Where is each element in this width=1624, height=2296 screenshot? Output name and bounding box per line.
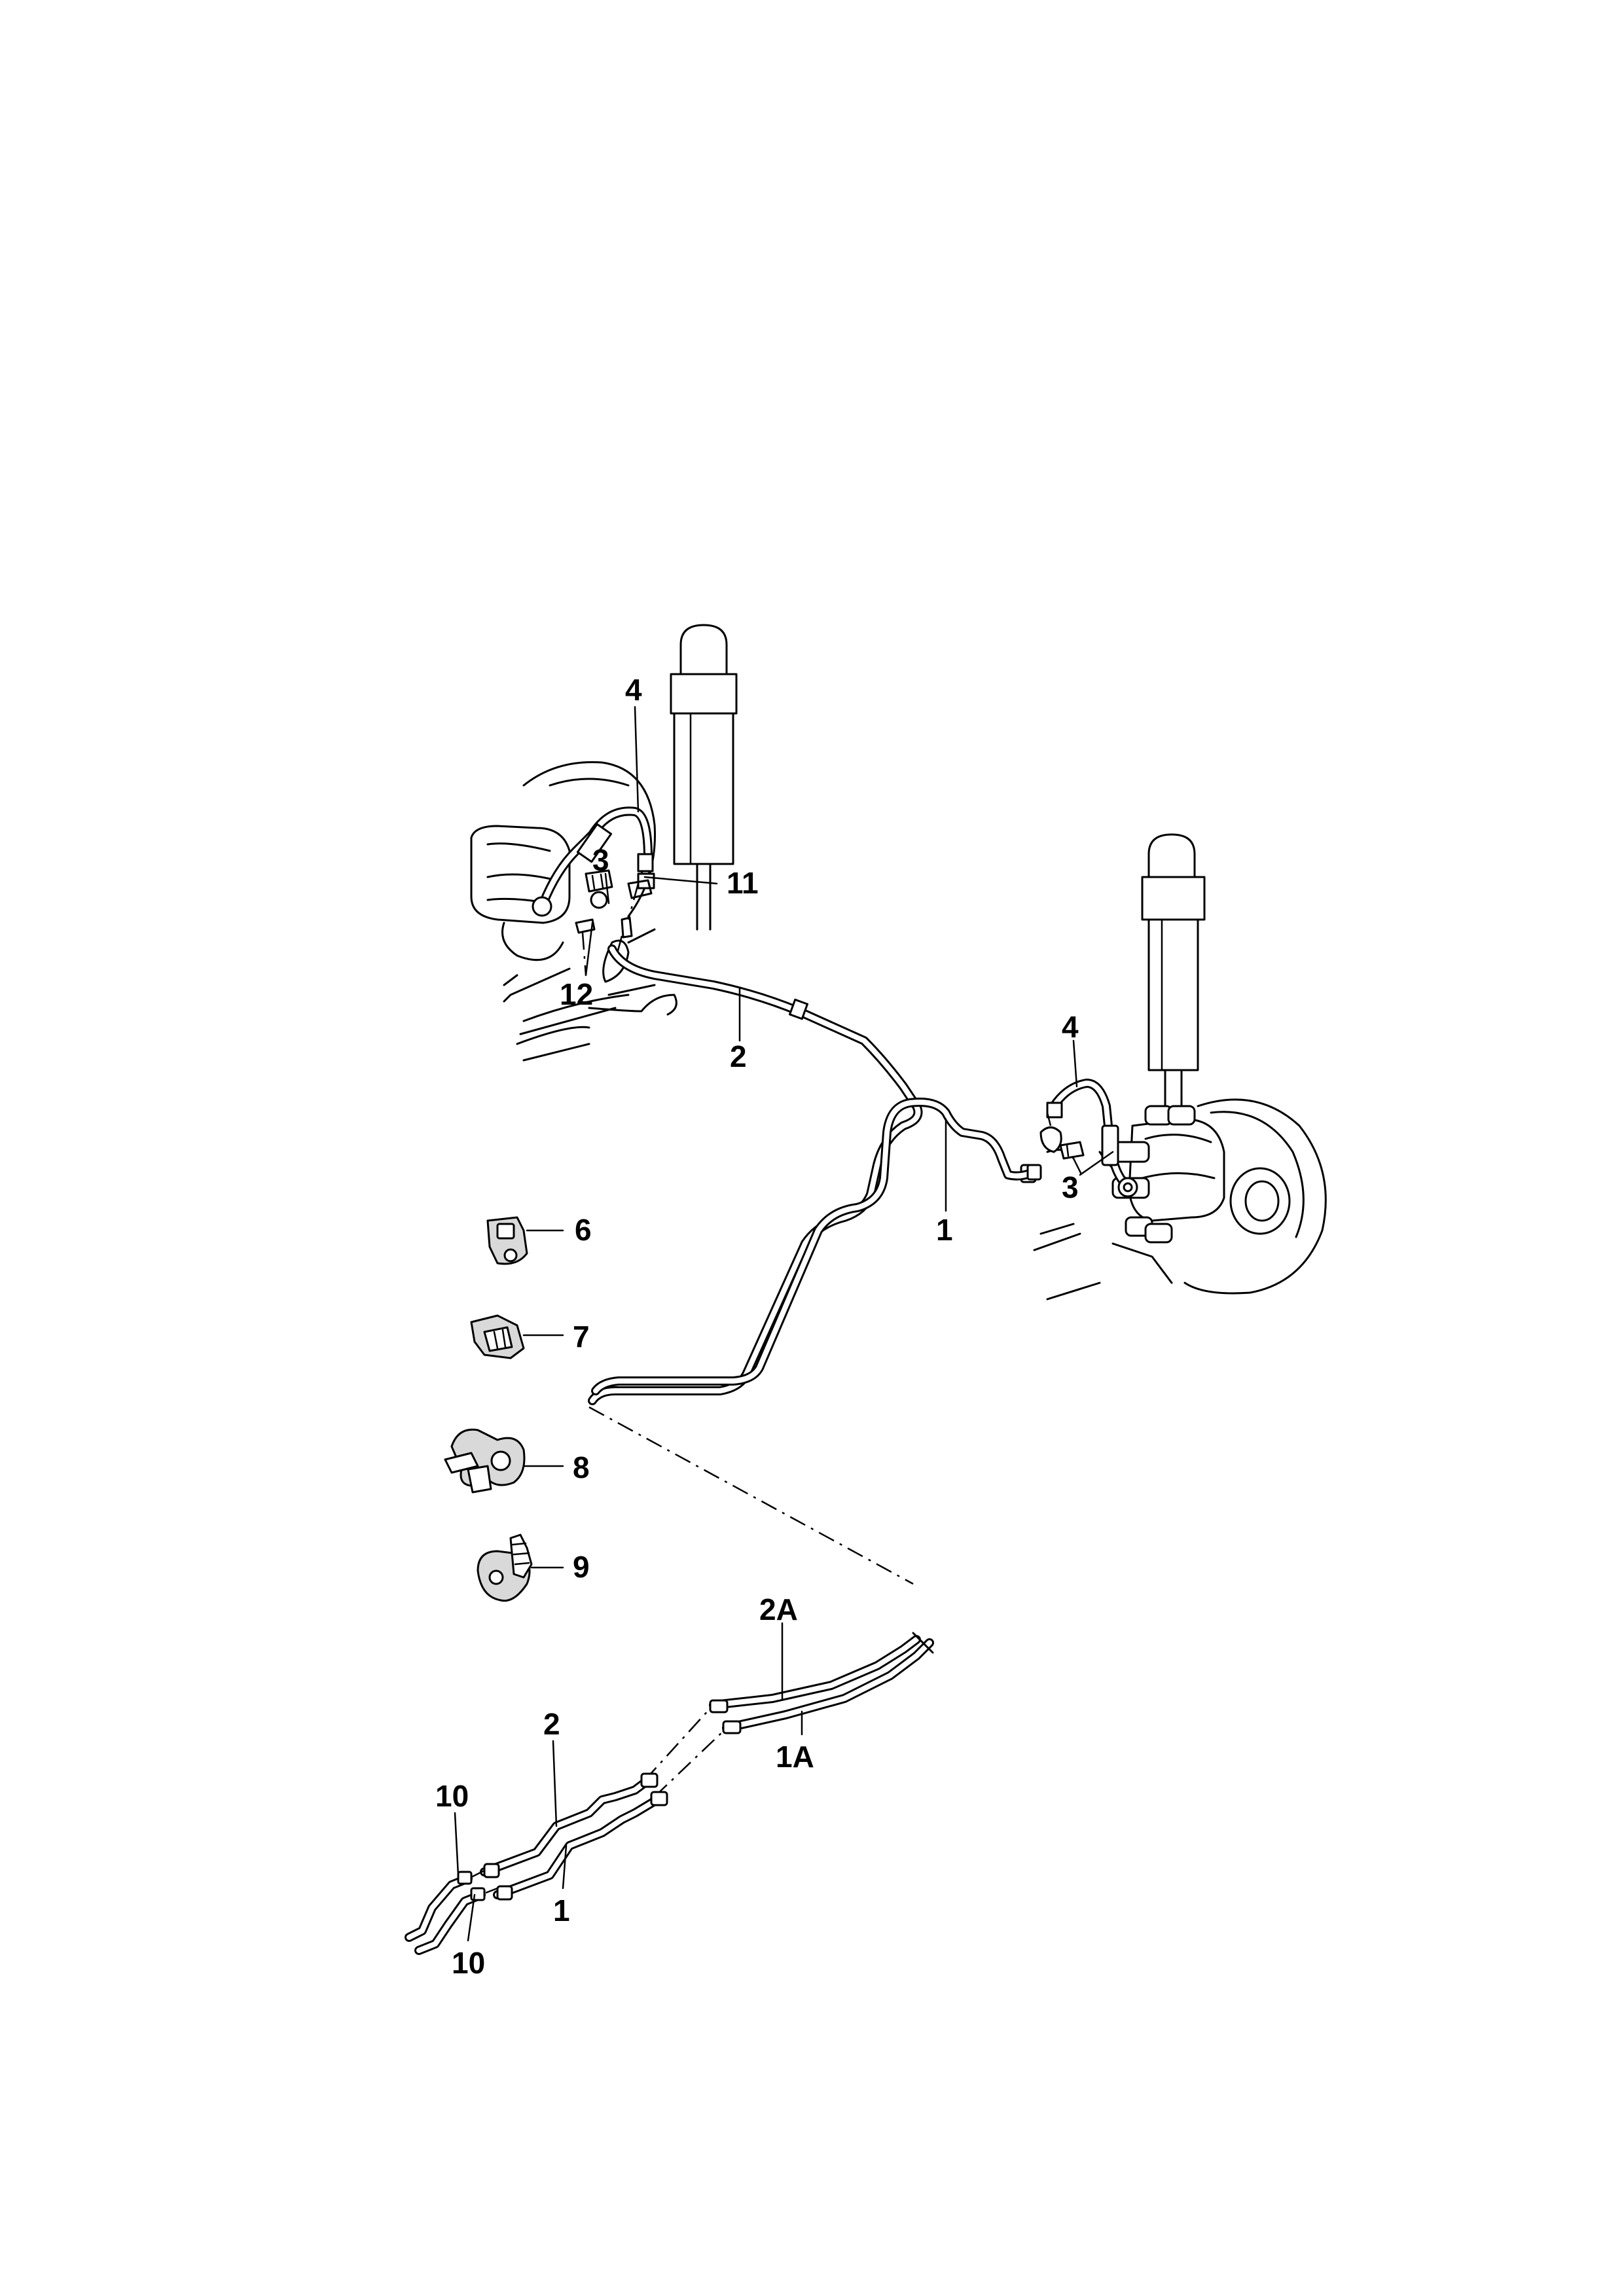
- clip-part-8: [444, 1428, 526, 1494]
- brake-pipe-1A: [722, 1632, 934, 1734]
- brake-pipe-2-upper: [588, 944, 923, 1405]
- callout-1A: 1A: [776, 1740, 814, 1774]
- callout-11: 11: [727, 866, 759, 900]
- clip-part-7: [470, 1314, 525, 1359]
- callout-1-lower: 1: [553, 1893, 570, 1928]
- right-brake-assembly: [1033, 1098, 1327, 1300]
- pipe-continuation-line: [588, 1406, 914, 1585]
- callout-2-lower: 2: [543, 1707, 560, 1741]
- callout-4-upper: 4: [625, 673, 642, 707]
- callout-6: 6: [575, 1213, 592, 1247]
- callout-2-upper: 2: [730, 1039, 747, 1073]
- pipe-joint-line-lower: [654, 1731, 724, 1797]
- callout-7: 7: [573, 1319, 590, 1354]
- callout-4-right: 4: [1062, 1010, 1079, 1044]
- clip-part-6: [486, 1216, 528, 1265]
- callout-3-upper: 3: [592, 843, 609, 877]
- pipe-joint-line-upper: [644, 1708, 711, 1781]
- leader-lines: [454, 706, 1114, 1942]
- right-flexible-brake-hose: [1046, 1079, 1138, 1198]
- callout-1-upper: 1: [936, 1213, 953, 1247]
- callout-10-upper: 10: [435, 1779, 469, 1813]
- callout-10-lower: 10: [452, 1946, 485, 1980]
- brake-pipe-2-lower: [480, 1772, 659, 1878]
- callout-9: 9: [573, 1550, 590, 1584]
- brake-pipe-10-ends: [405, 1869, 498, 1955]
- left-brake-assembly: [470, 761, 677, 1062]
- left-flexible-brake-hose: [532, 806, 655, 917]
- brake-pipe-2A: [709, 1635, 921, 1713]
- callout-12: 12: [560, 977, 593, 1011]
- brake-pipe-1-lower: [493, 1791, 668, 1901]
- clip-part-9: [477, 1534, 533, 1602]
- callout-2A: 2A: [759, 1592, 798, 1626]
- brake-pipe-1-upper: [591, 1098, 1042, 1395]
- callout-8: 8: [573, 1450, 590, 1484]
- right-shock-absorber: [1141, 833, 1206, 1114]
- callout-labels: 4 3 11 12 2 4 3 1 6 7 8 9 2A 1A 2 1 10 1…: [435, 673, 1079, 1980]
- left-shock-absorber: [670, 624, 738, 931]
- callout-3-right: 3: [1062, 1170, 1079, 1204]
